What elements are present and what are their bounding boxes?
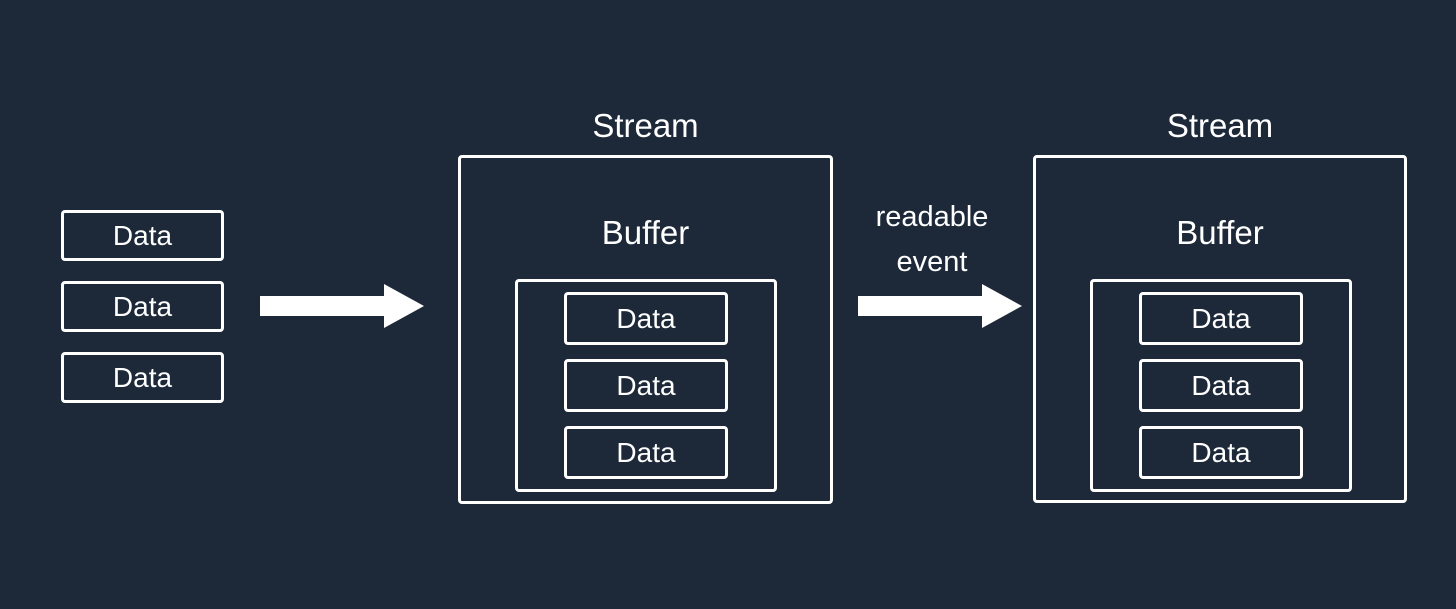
incoming-data-chunk-2: Data bbox=[61, 281, 224, 332]
data-chunk-label: Data bbox=[616, 302, 676, 334]
buffered-data-chunk-3: Data bbox=[1139, 426, 1303, 479]
buffer-label: Buffer bbox=[601, 214, 690, 251]
buffered-data-chunk-1: Data bbox=[564, 292, 728, 345]
readable-event-arrow-icon bbox=[858, 284, 1022, 328]
stream-title: Stream bbox=[1166, 107, 1274, 144]
data-chunk-label: Data bbox=[112, 361, 173, 393]
buffered-data-chunk-2: Data bbox=[564, 359, 728, 412]
stream-panel-left: Stream Buffer Data Data Data bbox=[458, 107, 833, 504]
buffer-box: Data Data Data bbox=[1090, 279, 1352, 492]
readable-event-label: readable event bbox=[822, 195, 1042, 285]
data-chunk-label: Data bbox=[616, 369, 676, 401]
data-chunk-label: Data bbox=[1191, 302, 1251, 334]
incoming-data-chunk-3: Data bbox=[61, 352, 224, 403]
stream-panel-right: Stream Buffer Data Data Data bbox=[1033, 107, 1407, 503]
readable-event-line2: event bbox=[896, 246, 968, 278]
stream-title: Stream bbox=[592, 107, 699, 144]
data-chunk-label: Data bbox=[112, 219, 173, 251]
data-chunk-label: Data bbox=[1191, 369, 1251, 401]
buffer-box: Data Data Data bbox=[515, 279, 777, 492]
data-chunk-label: Data bbox=[616, 436, 676, 468]
buffer-label: Buffer bbox=[1176, 214, 1264, 251]
flow-arrow-icon bbox=[260, 284, 424, 328]
readable-event-line1: readable bbox=[875, 201, 989, 233]
buffered-data-chunk-1: Data bbox=[1139, 292, 1303, 345]
incoming-data-chunk-1: Data bbox=[61, 210, 224, 261]
data-chunk-label: Data bbox=[112, 290, 173, 322]
buffered-data-chunk-2: Data bbox=[1139, 359, 1303, 412]
buffered-data-chunk-3: Data bbox=[564, 426, 728, 479]
data-chunk-label: Data bbox=[1191, 436, 1251, 468]
